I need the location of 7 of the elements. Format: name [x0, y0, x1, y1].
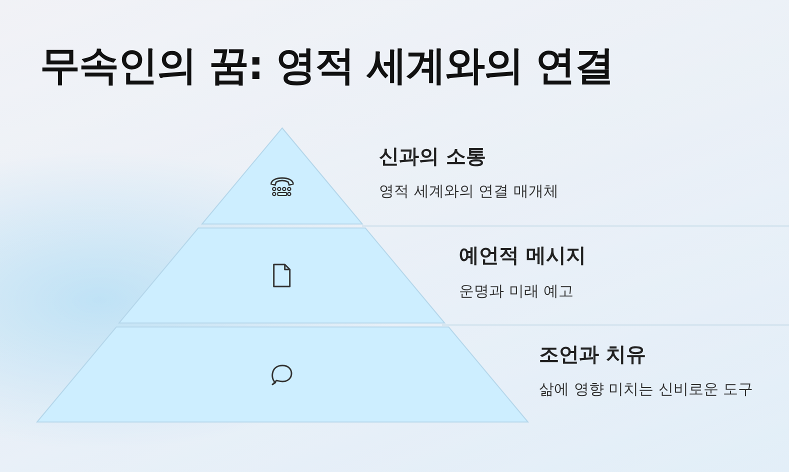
tier-heading: 조언과 치유 [538, 341, 646, 368]
title: 무속인의 꿈: 영적 세계와의 연결 [40, 42, 614, 91]
tier-heading: 신과의 소통 [378, 143, 486, 170]
tier-description: 운명과 미래 예고 [458, 282, 574, 301]
tier-description: 삶에 영향 미치는 신비로운 도구 [538, 380, 754, 399]
tier-description: 영적 세계와의 연결 매개체 [378, 182, 558, 201]
tier-heading: 예언적 메시지 [458, 242, 586, 269]
